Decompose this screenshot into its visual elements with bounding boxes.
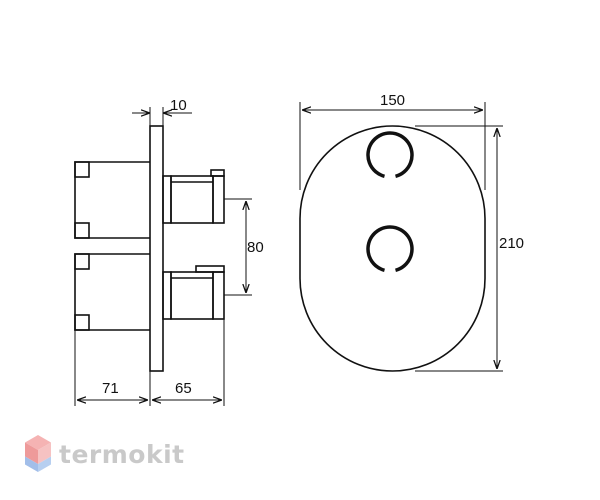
handle-lower [162,265,225,320]
mixer-body [74,161,150,331]
termokit-logo: termokit [25,435,185,472]
dim-label-plate-thickness: 10 [170,97,187,114]
front-dimensions [299,102,503,372]
logo-wordmark: termokit [59,440,185,469]
dim-label-handle-spacing: 80 [247,239,264,256]
dim-label-handle-depth: 65 [175,380,192,397]
handle-upper [162,169,225,224]
upper-knob [366,131,414,178]
dim-label-width: 150 [380,92,405,109]
front-view [299,125,486,372]
dim-label-height: 210 [499,235,524,252]
side-view [74,125,225,372]
front-plate-outline [299,125,486,372]
dim-label-body-depth: 71 [102,380,119,397]
lower-knob [366,225,414,272]
cube-icon [25,435,51,472]
cover-plate [149,125,164,372]
side-dimensions [74,107,252,406]
